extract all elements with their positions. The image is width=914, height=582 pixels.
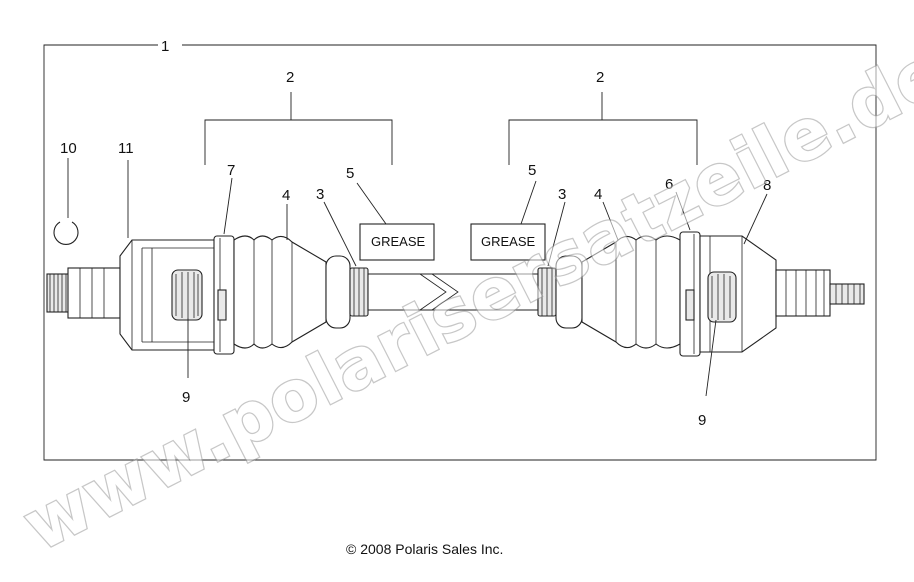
copyright-note: © 2008 Polaris Sales Inc. bbox=[346, 541, 503, 557]
grease-text-right: GREASE bbox=[481, 234, 536, 249]
label-boot-kit-right: 2 bbox=[596, 69, 604, 86]
leader-boot-right bbox=[602, 201, 619, 241]
boot-left bbox=[233, 235, 327, 349]
outer-cv-joint bbox=[699, 235, 777, 353]
outer-spline bbox=[775, 269, 865, 317]
assembly-frame bbox=[43, 44, 877, 461]
label-clamp-outer-left: 7 bbox=[227, 162, 235, 179]
label-clamp-right: 3 bbox=[558, 186, 566, 203]
leader-clamp-outer-left bbox=[223, 177, 233, 235]
label-cage-left: 9 bbox=[182, 389, 190, 406]
bracket-boot-kit-left bbox=[204, 92, 393, 165]
label-grease-left: 5 bbox=[346, 165, 354, 182]
grease-label-left: GREASE bbox=[359, 223, 435, 261]
clamp-outer-right bbox=[679, 231, 701, 357]
label-boot-right: 4 bbox=[594, 186, 602, 203]
leader-grease-left bbox=[356, 182, 387, 225]
bracket-boot-kit-right bbox=[508, 92, 698, 165]
label-inner-cv: 11 bbox=[118, 140, 134, 157]
circlip bbox=[53, 221, 79, 245]
leader-outer-cv bbox=[743, 193, 768, 245]
inner-spline bbox=[46, 267, 121, 319]
label-boot-left: 4 bbox=[282, 187, 290, 204]
leader-grease-right bbox=[520, 180, 537, 225]
clamp-outer-left bbox=[213, 235, 235, 355]
leader-clamp-left bbox=[323, 201, 357, 267]
label-outer-cv: 8 bbox=[763, 177, 771, 194]
label-clamp-left: 3 bbox=[316, 186, 324, 203]
grease-text-left: GREASE bbox=[371, 234, 426, 249]
leader-clamp-right bbox=[547, 201, 566, 267]
label-grease-right: 5 bbox=[528, 162, 536, 179]
leader-clamp-outer-right bbox=[675, 191, 691, 231]
clamp-left bbox=[349, 267, 369, 317]
grease-label-right: GREASE bbox=[470, 223, 546, 261]
inner-cv-housing bbox=[119, 239, 217, 351]
boot-neck-left bbox=[325, 255, 351, 329]
label-boot-kit-left: 2 bbox=[286, 69, 294, 86]
label-cage-right: 9 bbox=[698, 412, 706, 429]
label-clamp-outer-right: 6 bbox=[665, 176, 673, 193]
label-circlip: 10 bbox=[60, 140, 77, 157]
label-assembly: 1 bbox=[161, 38, 169, 55]
leader-cage-right bbox=[705, 319, 717, 397]
